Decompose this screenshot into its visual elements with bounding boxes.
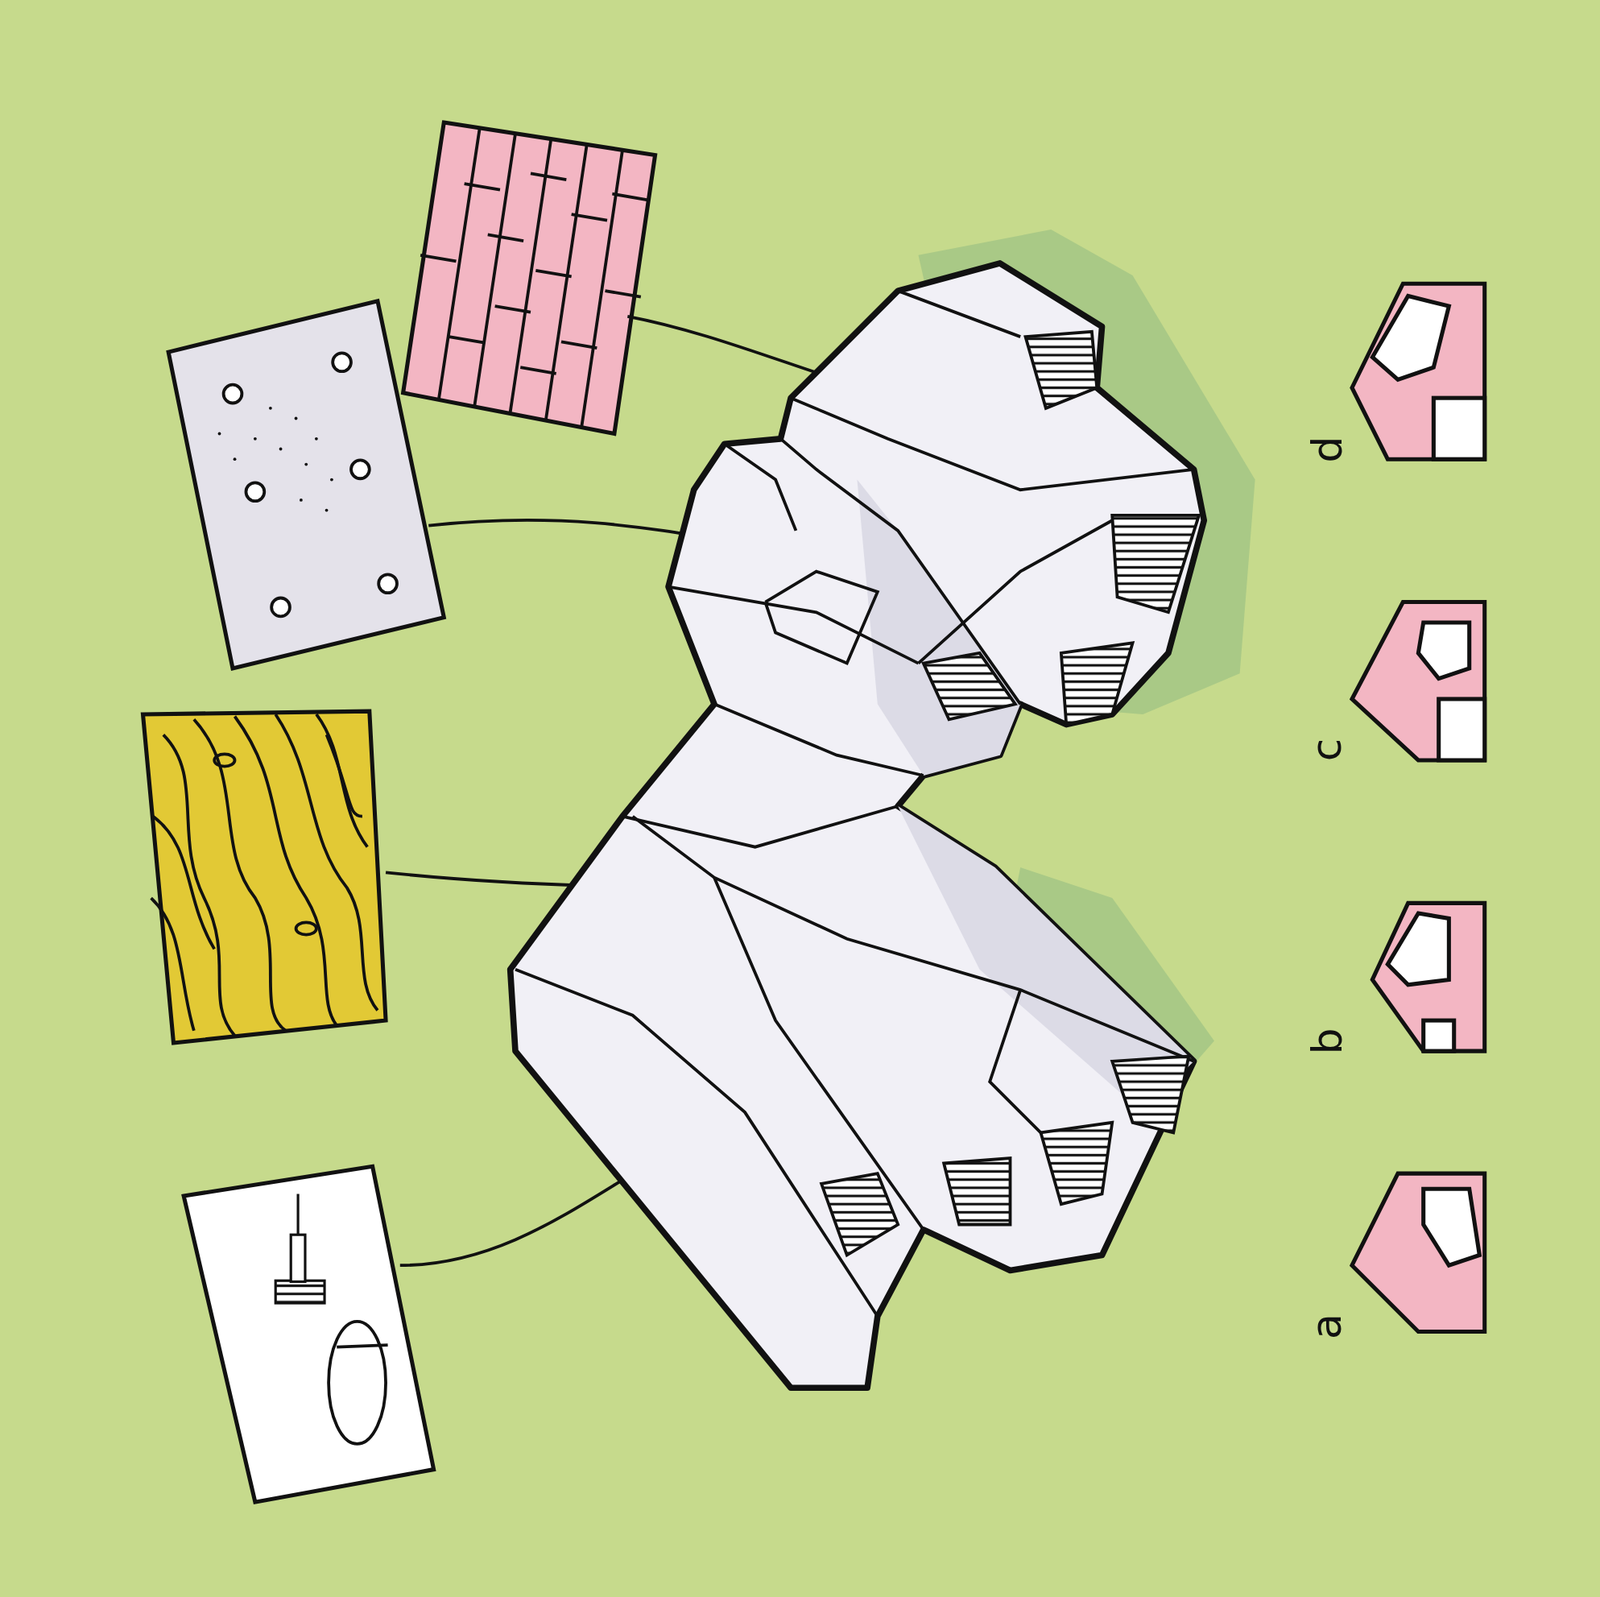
variant-letter: a [1305,1313,1348,1340]
variant-letter: c [1305,738,1348,762]
building [510,263,1205,1388]
variant-letter: b [1305,1027,1348,1055]
brick-swatch [403,122,656,434]
wood-swatch [142,711,386,1043]
perforated-swatch [168,301,444,669]
paint-swatch [183,1165,434,1502]
variant-letter: d [1305,435,1348,463]
house-icons [1351,283,1485,1332]
